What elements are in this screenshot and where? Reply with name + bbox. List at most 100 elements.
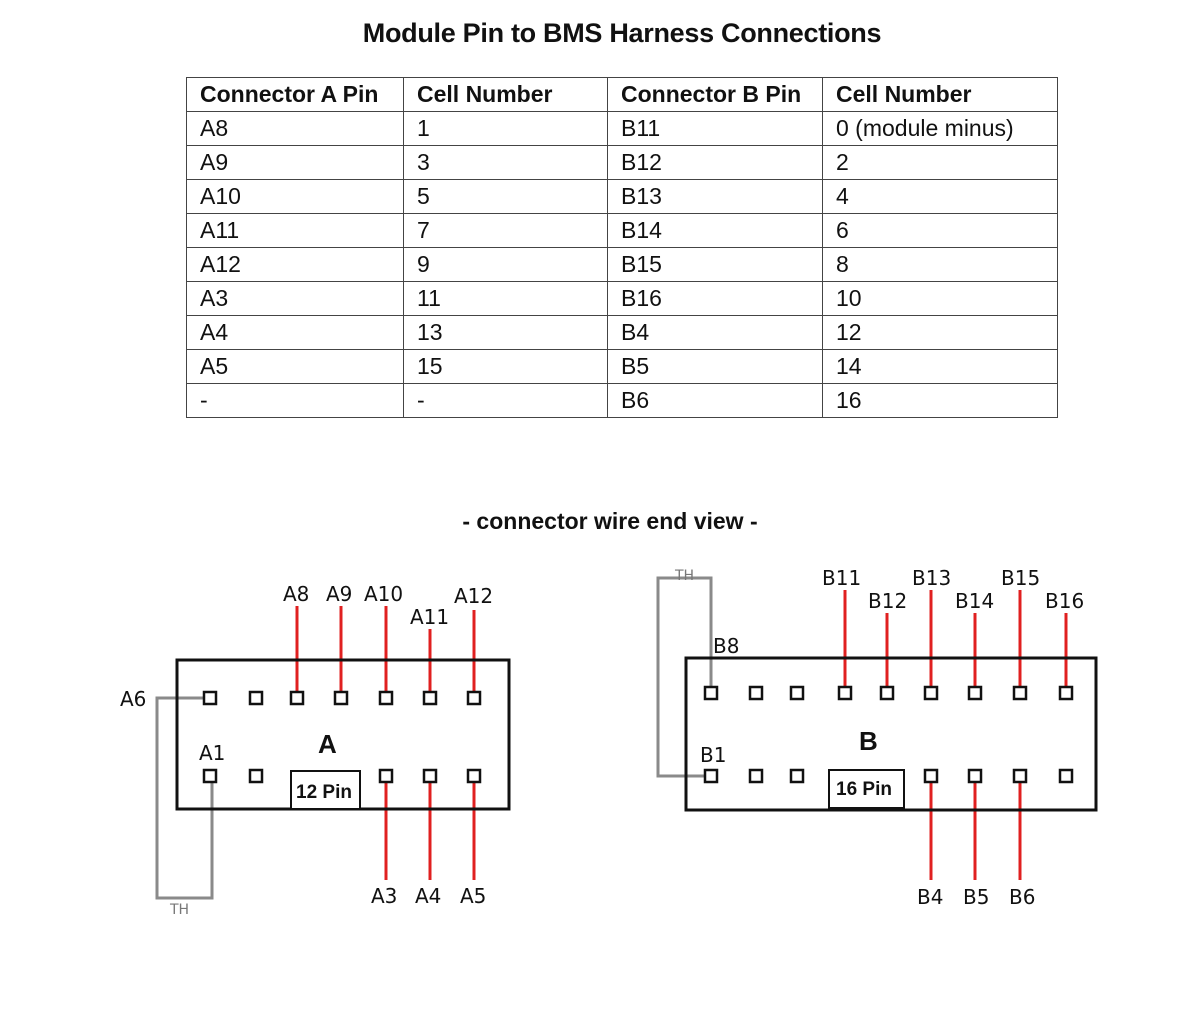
connector-a-pin-bottom <box>422 768 438 784</box>
wire-a-thermistor <box>155 696 214 900</box>
table-cell: 3 <box>403 145 608 180</box>
label-b15: B15 <box>1001 566 1040 590</box>
label-b1: B1 <box>700 743 726 767</box>
pin-mapping-table: Connector A Pin Cell Number Connector B … <box>186 77 1058 418</box>
table-cell: A10 <box>186 179 404 214</box>
connector-a-pin-bottom <box>248 768 264 784</box>
table-cell: B14 <box>607 213 823 248</box>
diagram-subtitle: - connector wire end view - <box>462 508 758 534</box>
connector-a-name: A <box>318 729 337 759</box>
connector-a-pin-bottom <box>202 768 218 784</box>
label-a8: A8 <box>283 582 309 606</box>
label-a6: A6 <box>120 687 146 711</box>
label-b14: B14 <box>955 589 994 613</box>
label-b11: B11 <box>822 566 861 590</box>
header-cell-number-b: Cell Number <box>822 77 1058 112</box>
table-cell: A11 <box>186 213 404 248</box>
connector-b-pin-top <box>1058 685 1074 701</box>
connector-a-pin-top <box>202 690 218 706</box>
connector-b-pin-top <box>703 685 719 701</box>
table-cell: B4 <box>607 315 823 350</box>
connector-b-pin-top <box>967 685 983 701</box>
label-a5: A5 <box>460 884 486 908</box>
connector-b-pin-top <box>879 685 895 701</box>
label-b4: B4 <box>917 885 943 909</box>
label-a10: A10 <box>364 582 403 606</box>
connector-a-pin-count: 12 Pin <box>296 782 352 803</box>
table-cell: B6 <box>607 383 823 418</box>
connector-a-pin-bottom <box>378 768 394 784</box>
table-cell: - <box>403 383 608 418</box>
label-a12: A12 <box>454 584 493 608</box>
connector-b-pin-top <box>748 685 764 701</box>
connector-b-pin-top <box>789 685 805 701</box>
connector-b-pin-bottom <box>1012 768 1028 784</box>
connector-b-pin-count-box <box>828 769 905 809</box>
connector-b-name: B <box>859 726 878 756</box>
connector-a-pin-top <box>333 690 349 706</box>
connector-b-pin-count: 16 Pin <box>836 779 892 800</box>
table-cell: 0 (module minus) <box>822 111 1058 146</box>
connector-a-pin-top <box>466 690 482 706</box>
connector-b-pin-bottom <box>748 768 764 784</box>
connector-a-pin-count-box <box>290 770 361 810</box>
label-a4: A4 <box>415 884 441 908</box>
connector-b-pin-top <box>923 685 939 701</box>
pins-layer <box>202 685 1074 784</box>
table-cell: 8 <box>822 247 1058 282</box>
connector-a-pin-top <box>248 690 264 706</box>
connector-a-pin-top <box>422 690 438 706</box>
label-b5: B5 <box>963 885 989 909</box>
connector-b-pin-bottom <box>967 768 983 784</box>
label-b12: B12 <box>868 589 907 613</box>
labels-layer: A8 A9 A10 A11 A12 A6 A1 A3 A4 A5 A 12 Pi… <box>120 566 1084 918</box>
label-a-thermistor: TH <box>169 902 189 918</box>
connector-a-pin-top <box>289 690 305 706</box>
page-title: Module Pin to BMS Harness Connections <box>362 18 882 48</box>
table-cell: B16 <box>607 281 823 316</box>
label-b6: B6 <box>1009 885 1035 909</box>
label-a9: A9 <box>326 582 352 606</box>
table-cell: B11 <box>607 111 823 146</box>
connector-b-pin-bottom <box>789 768 805 784</box>
table-cell: 10 <box>822 281 1058 316</box>
connector-a-pin-top <box>378 690 394 706</box>
table-cell: A3 <box>186 281 404 316</box>
connector-b-pin-bottom <box>923 768 939 784</box>
header-connector-a-pin: Connector A Pin <box>186 77 404 112</box>
table-cell: 14 <box>822 349 1058 384</box>
connector-b-pin-top <box>1012 685 1028 701</box>
wires-layer <box>155 576 1068 900</box>
table-cell: 16 <box>822 383 1058 418</box>
connector-b-pin-top <box>837 685 853 701</box>
connector-b-pin-bottom <box>703 768 719 784</box>
table-cell: 7 <box>403 213 608 248</box>
label-b16: B16 <box>1045 589 1084 613</box>
table-cell: A8 <box>186 111 404 146</box>
connector-bodies <box>175 656 1098 812</box>
header-connector-b-pin: Connector B Pin <box>607 77 823 112</box>
table-cell: B13 <box>607 179 823 214</box>
table-cell: 13 <box>403 315 608 350</box>
connector-b-body <box>684 656 1098 812</box>
label-b8: B8 <box>713 634 739 658</box>
label-b-thermistor: TH <box>674 568 694 584</box>
connector-b-pin-bottom <box>1058 768 1074 784</box>
connector-a-pin-bottom <box>466 768 482 784</box>
label-a3: A3 <box>371 884 397 908</box>
label-b13: B13 <box>912 566 951 590</box>
table-cell: - <box>186 383 404 418</box>
table-cell: 1 <box>403 111 608 146</box>
wire-b-thermistor <box>656 576 713 778</box>
label-a1: A1 <box>199 741 225 765</box>
table-cell: 6 <box>822 213 1058 248</box>
label-a11: A11 <box>410 605 449 629</box>
